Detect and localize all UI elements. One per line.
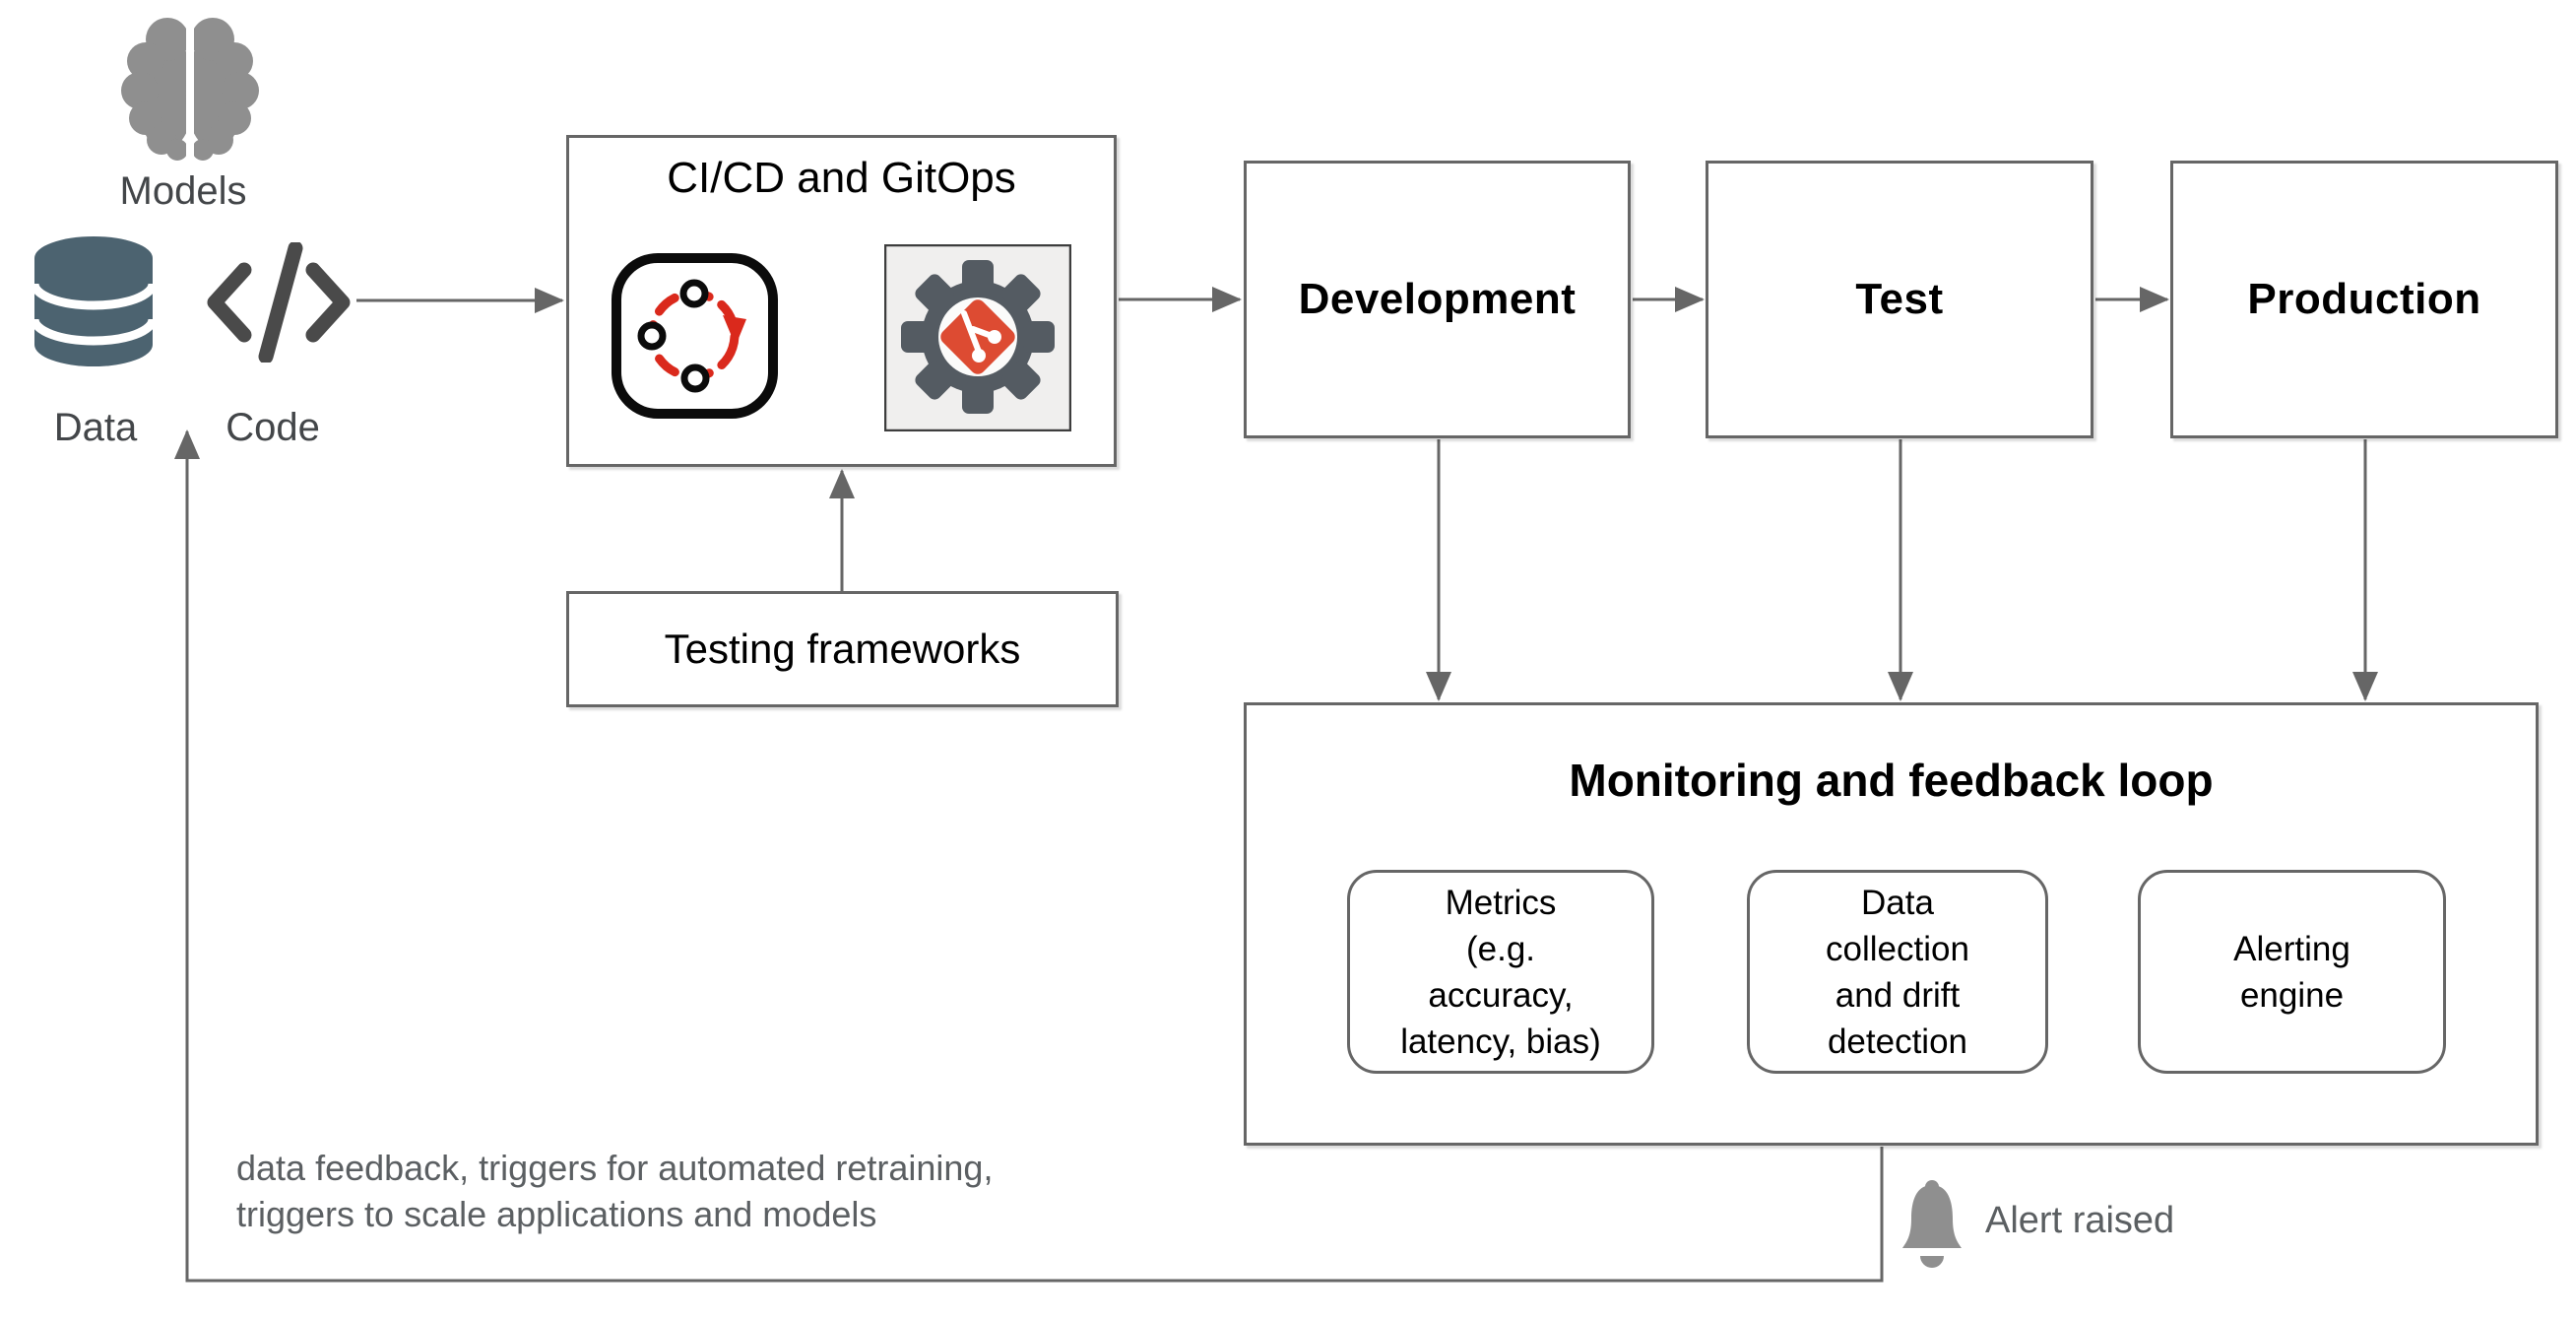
database-icon	[32, 236, 156, 366]
cicd-gitops-box: CI/CD and GitOps	[566, 135, 1117, 467]
cicd-cycle-icon	[612, 253, 778, 419]
bell-icon	[1902, 1180, 1962, 1268]
data-label: Data	[53, 406, 138, 449]
test-label: Test	[1855, 275, 1944, 323]
monitoring-title: Monitoring and feedback loop	[1569, 755, 2214, 806]
cicd-gitops-title: CI/CD and GitOps	[667, 154, 1016, 202]
code-label: Code	[225, 406, 320, 449]
data-collection-line: collection	[1826, 929, 1969, 968]
development-label: Development	[1298, 275, 1577, 323]
feedback-note-line: triggers to scale applications and model…	[236, 1194, 877, 1234]
monitoring-feedback-box: Monitoring and feedback loop Metrics (e.…	[1244, 702, 2539, 1146]
models-label: Models	[119, 169, 247, 213]
brain-icon	[121, 10, 259, 167]
alerting-line: engine	[2239, 975, 2345, 1015]
git-gear-icon	[884, 244, 1071, 431]
production-label: Production	[2247, 275, 2481, 323]
metrics-line: latency, bias)	[1400, 1022, 1601, 1061]
data-collection-subbox: Data collection and drift detection	[1747, 870, 2048, 1074]
metrics-line: Metrics	[1445, 883, 1557, 922]
alert-raised-label: Alert raised	[1985, 1200, 2175, 1241]
feedback-note-line: data feedback, triggers for automated re…	[236, 1148, 994, 1188]
alerting-engine-subbox: Alerting engine	[2138, 870, 2446, 1074]
stage-box-production: Production	[2170, 161, 2558, 438]
arrow-feedback-loop	[174, 429, 1884, 1283]
data-collection-line: detection	[1827, 1022, 1968, 1061]
testing-frameworks-box: Testing frameworks	[566, 591, 1119, 707]
metrics-line: accuracy,	[1428, 975, 1574, 1015]
stage-box-development: Development	[1244, 161, 1631, 438]
metrics-subbox: Metrics (e.g. accuracy, latency, bias)	[1347, 870, 1654, 1074]
data-collection-line: Data	[1861, 883, 1934, 922]
testing-frameworks-label: Testing frameworks	[664, 626, 1021, 672]
code-icon	[207, 242, 351, 363]
metrics-line: (e.g.	[1465, 929, 1536, 968]
feedback-note: data feedback, triggers for automated re…	[236, 1145, 993, 1237]
stage-box-test: Test	[1706, 161, 2093, 438]
data-collection-line: and drift	[1835, 975, 1961, 1015]
alerting-line: Alerting	[2233, 929, 2351, 968]
